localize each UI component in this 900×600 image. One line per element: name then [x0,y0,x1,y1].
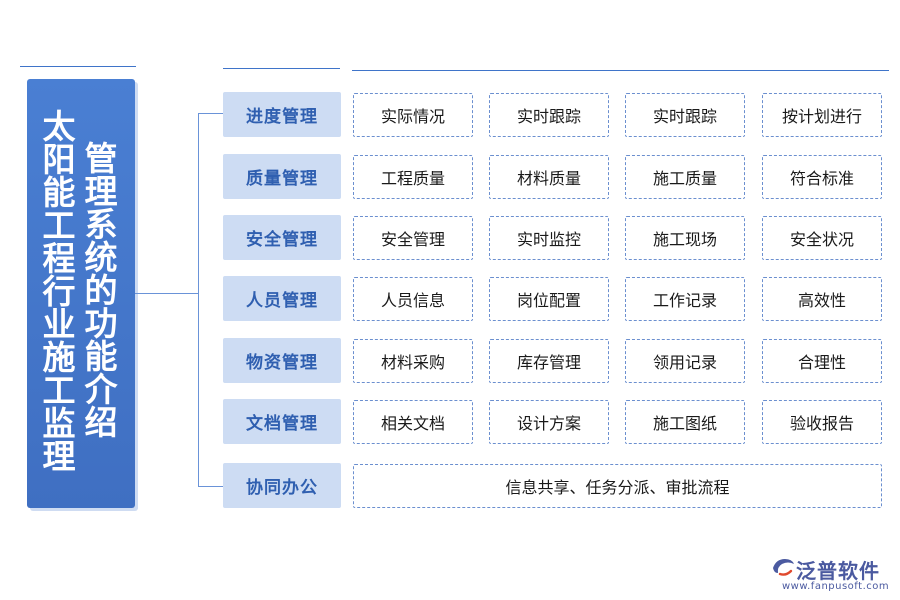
category-label: 质量管理 [223,154,341,199]
feature-item: 施工质量 [625,155,745,199]
category-label: 人员管理 [223,276,341,321]
title-panel: 太阳能工程行业施工监理 管理系统的功能介绍 [27,79,135,508]
fanpu-logo-icon [773,559,794,576]
connector-branch-7 [198,486,223,487]
category-label: 文档管理 [223,399,341,444]
top-line-left [20,66,136,67]
feature-item: 工作记录 [625,277,745,321]
feature-item: 安全管理 [353,216,473,260]
feature-item: 实时跟踪 [625,93,745,137]
feature-item: 施工现场 [625,216,745,260]
feature-item: 按计划进行 [762,93,882,137]
connector-branch-1 [198,113,223,114]
title-line-1: 太阳能工程行业施工监理 [37,109,76,472]
feature-item: 合理性 [762,339,882,383]
feature-item: 实时监控 [489,216,609,260]
brand-name: 泛普软件 [796,559,880,583]
connector-main [135,293,198,294]
top-line-mid [223,68,340,69]
feature-item: 领用记录 [625,339,745,383]
category-label: 安全管理 [223,215,341,260]
feature-item: 安全状况 [762,216,882,260]
feature-item: 实时跟踪 [489,93,609,137]
brand-logo: 泛普软件 www.fanpusoft.com [770,554,892,594]
feature-item: 岗位配置 [489,277,609,321]
feature-item: 相关文档 [353,400,473,444]
feature-item: 信息共享、任务分派、审批流程 [353,464,882,508]
feature-item: 设计方案 [489,400,609,444]
feature-item: 符合标准 [762,155,882,199]
connector-vertical [198,113,199,486]
top-line-right [352,70,889,71]
brand-url: www.fanpusoft.com [782,581,890,592]
feature-item: 库存管理 [489,339,609,383]
feature-item: 材料采购 [353,339,473,383]
category-label: 物资管理 [223,338,341,383]
category-label: 协同办公 [223,463,341,508]
title-line-2: 管理系统的功能介绍 [79,141,118,438]
feature-item: 实际情况 [353,93,473,137]
feature-item: 材料质量 [489,155,609,199]
feature-item: 施工图纸 [625,400,745,444]
category-label: 进度管理 [223,92,341,137]
feature-item: 高效性 [762,277,882,321]
feature-item: 人员信息 [353,277,473,321]
feature-item: 验收报告 [762,400,882,444]
feature-item: 工程质量 [353,155,473,199]
